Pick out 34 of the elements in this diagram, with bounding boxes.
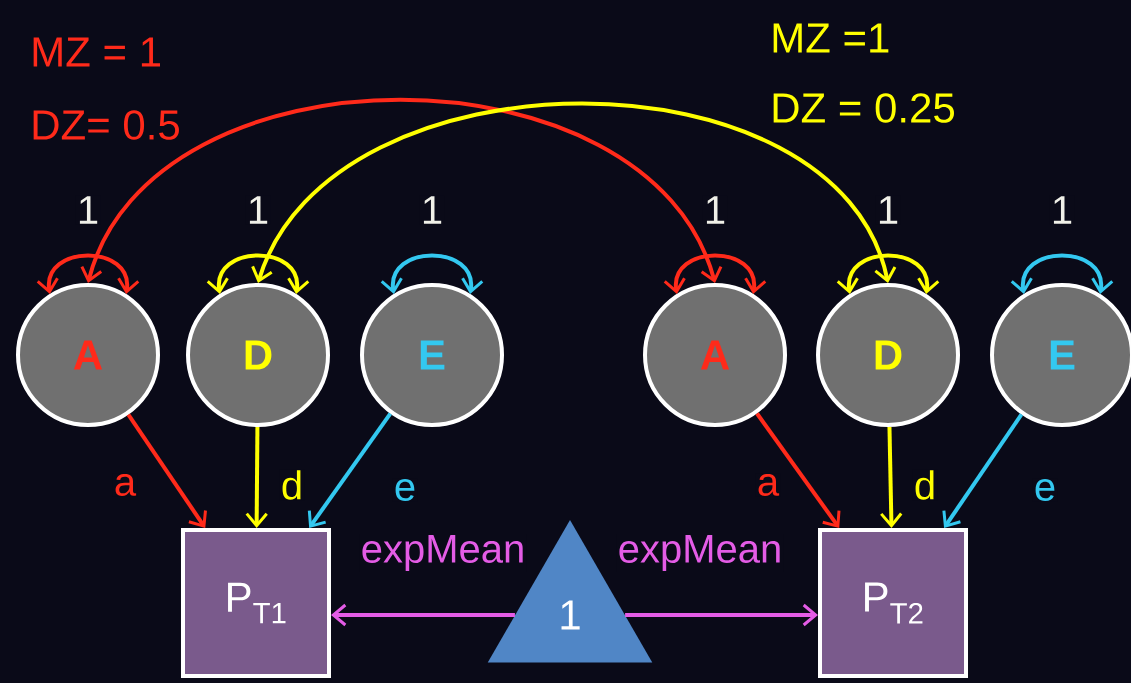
edge-label: 1 — [702, 195, 728, 225]
path-arrow — [331, 603, 515, 627]
observed-box: P$_{T1}$ — [181, 528, 331, 678]
path-arrow — [80, 98, 723, 283]
path-arrow — [251, 101, 897, 283]
edge-label: 1 — [419, 195, 445, 225]
edge-label: a — [112, 473, 138, 497]
edge-label: d — [912, 469, 938, 501]
path-arrow — [625, 603, 818, 627]
path-arrow — [245, 426, 268, 528]
path-arrow — [36, 253, 140, 294]
edge-label: 1 — [75, 195, 101, 225]
path-arrow — [206, 253, 310, 294]
correlation-label: DZ= 0.5 — [33, 110, 179, 140]
path-arrow — [1010, 253, 1114, 294]
edge-label: 1 — [875, 195, 901, 225]
path-arrow — [836, 253, 940, 294]
edge-label: a — [755, 473, 781, 497]
path-arrow — [380, 253, 484, 294]
path-arrow — [307, 412, 392, 528]
edge-label: e — [1032, 478, 1058, 502]
edge-label: d — [279, 469, 305, 501]
correlation-label: MZ = 1 — [33, 37, 160, 67]
edge-label: 1 — [245, 195, 271, 225]
path-arrow — [880, 426, 903, 528]
path-arrow — [126, 413, 207, 528]
path-arrow — [663, 253, 767, 294]
path-arrow — [942, 413, 1024, 528]
edge-label: e — [392, 478, 418, 502]
observed-box: P$_{T2}$ — [818, 528, 968, 678]
path-arrow — [755, 412, 841, 528]
correlation-label: DZ = 0.25 — [773, 93, 954, 123]
correlation-label: MZ =1 — [773, 23, 889, 53]
edge-label: 1 — [1049, 195, 1075, 225]
